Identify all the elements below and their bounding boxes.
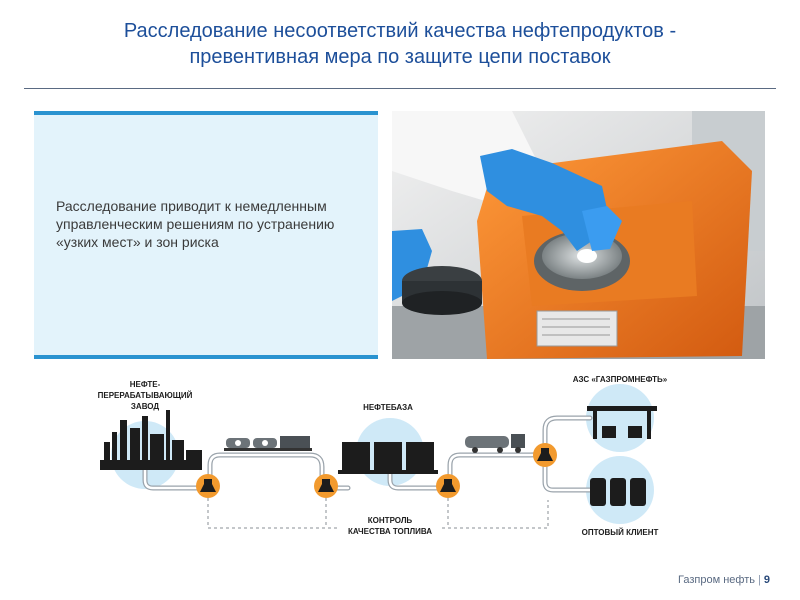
info-panel: Расследование приводит к немедленным упр… xyxy=(34,111,378,359)
refinery-label-line3: ЗАВОД xyxy=(131,402,159,411)
lab-photo xyxy=(392,111,765,359)
control-label-line1: КОНТРОЛЬ xyxy=(368,516,413,525)
refinery-label-line1: НЕФТЕ- xyxy=(130,380,161,389)
lab-flask-icon xyxy=(436,474,460,498)
depot-label: НЕФТЕБАЗА xyxy=(363,403,413,412)
info-panel-text: Расследование приводит к немедленным упр… xyxy=(56,198,335,250)
truck-tanker-icon xyxy=(465,434,525,453)
lab-flask-icon xyxy=(314,474,338,498)
lab-flask-icon xyxy=(196,474,220,498)
slide-title: Расследование несоответствий качества не… xyxy=(40,18,760,70)
supply-chain-graphic: НЕФТЕ- ПЕРЕРАБАТЫВАЮЩИЙ ЗАВОД НЕФТЕБАЗА … xyxy=(98,375,668,542)
rail-tanker-icon xyxy=(224,436,312,451)
footer-company: Газпром нефть xyxy=(678,574,756,586)
route-pipe xyxy=(542,462,593,493)
refinery-icon xyxy=(100,410,202,470)
station-label: АЗС «ГАЗПРОМНЕФТЬ» xyxy=(573,375,668,384)
refinery-label-line2: ПЕРЕРАБАТЫВАЮЩИЙ xyxy=(98,391,193,400)
gas-station-icon xyxy=(587,406,657,439)
wholesale-label: ОПТОВЫЙ КЛИЕНТ xyxy=(582,528,659,537)
control-label-line2: КАЧЕСТВА ТОПЛИВА xyxy=(348,527,432,536)
page-number: 9 xyxy=(763,574,770,586)
slide-title-line1: Расследование несоответствий качества не… xyxy=(123,20,677,42)
footer-separator: | xyxy=(758,574,761,586)
barrels-icon xyxy=(590,478,646,506)
lab-photo-image xyxy=(392,111,765,359)
title-divider xyxy=(24,88,776,89)
depot-tanks-icon xyxy=(338,442,438,474)
supply-chain-diagram: НЕФТЕ- ПЕРЕРАБАТЫВАЮЩИЙ ЗАВОД НЕФТЕБАЗА … xyxy=(90,370,690,550)
slide-footer: Газпром нефть|9 xyxy=(678,574,770,586)
lab-flask-icon xyxy=(533,443,557,467)
slide-title-line2: превентивная мера по защите цепи поставо… xyxy=(189,46,611,68)
